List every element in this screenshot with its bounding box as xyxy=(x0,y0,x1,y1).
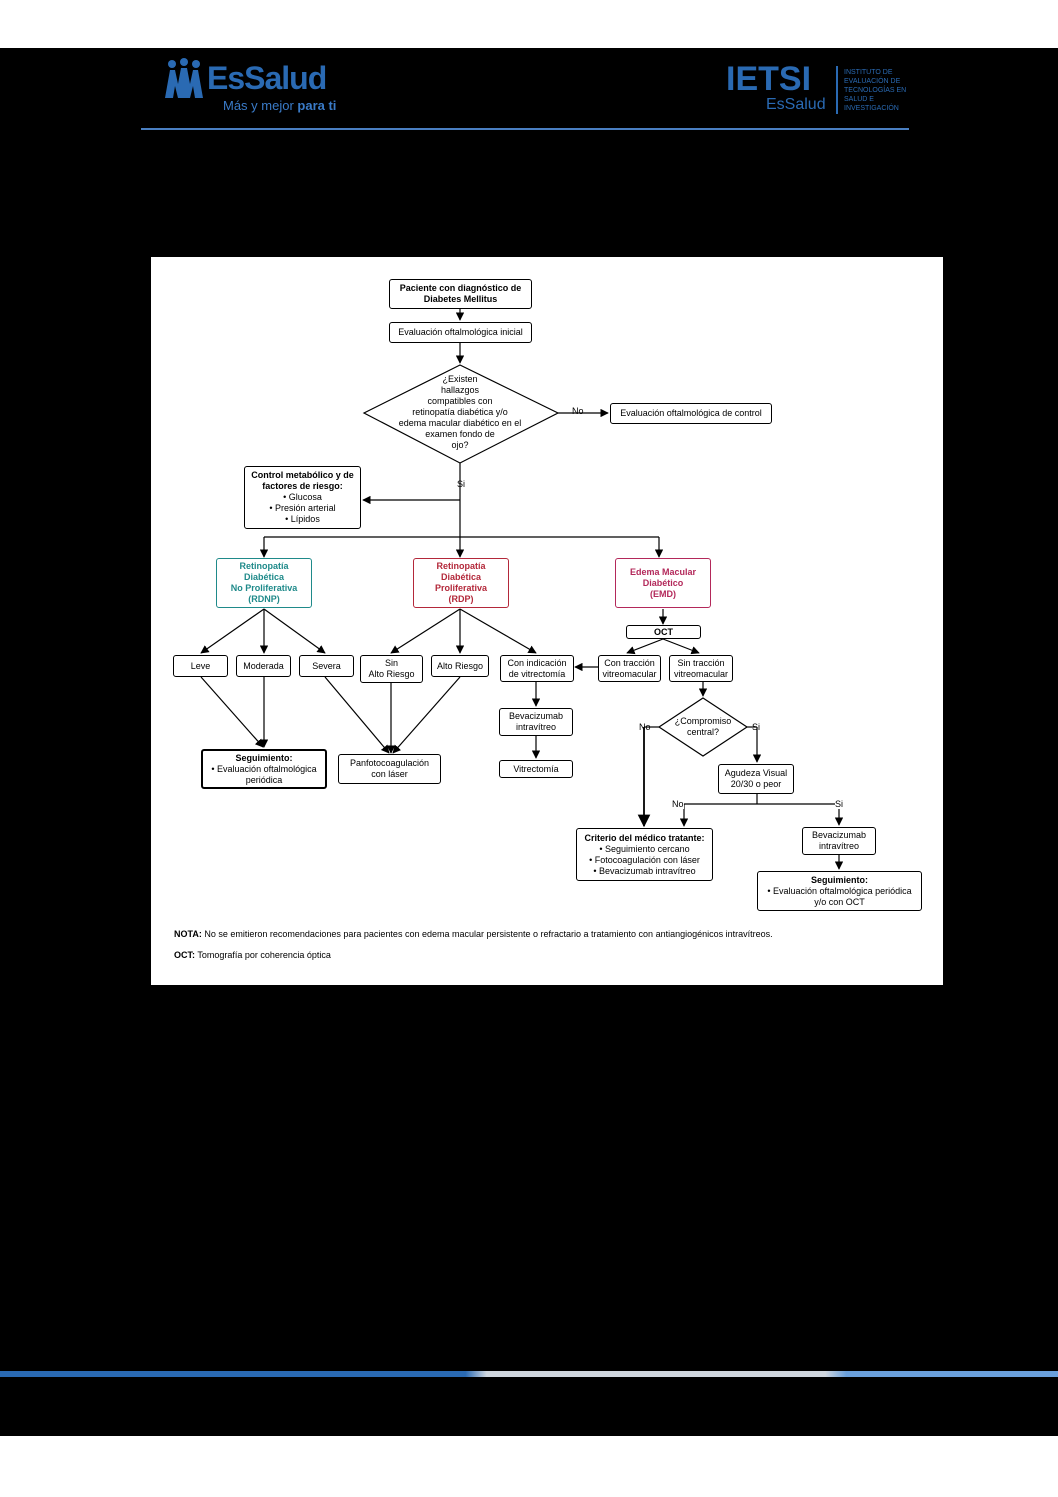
control-metabolico-text-line: • Lípidos xyxy=(285,514,320,524)
vitrectomia-box: Vitrectomía xyxy=(499,760,573,778)
decision2-text: ¿Compromiso central? xyxy=(674,716,732,737)
ietsi-subtitle: EsSalud xyxy=(766,96,826,113)
si1-label: Si xyxy=(457,479,466,489)
seguimiento1-text-line: periódica xyxy=(245,774,283,785)
brand-tagline: Más y mejor para ti xyxy=(223,98,336,113)
no3-label: No xyxy=(672,799,684,809)
bevacizumab1-box: Bevacizumab intravítreo xyxy=(499,708,573,736)
start-box: Paciente con diagnóstico de Diabetes Mel… xyxy=(389,279,532,309)
flowchart: Paciente con diagnóstico de Diabetes Mel… xyxy=(151,257,943,985)
emd-box: Edema Macular Diabético (EMD) xyxy=(615,558,711,608)
nota: NOTA: No se emitieron recomendaciones pa… xyxy=(174,929,773,939)
rdp-box: Retinopatía Diabética Proliferativa (RDP… xyxy=(413,558,509,608)
seguimiento2-text-line: • Evaluación oftalmológica periódica xyxy=(767,885,912,896)
ietsi-divider xyxy=(836,66,838,114)
arrow-rdp-sin xyxy=(390,608,461,654)
si3-label: Si xyxy=(835,799,844,809)
ietsi-logo: IETSI EsSalud INSTITUTO DE EVALUACIÓN DE… xyxy=(726,62,916,118)
arrow-alto-panfoto xyxy=(392,676,461,754)
footer-band xyxy=(0,1371,1058,1377)
moderada-box: Moderada xyxy=(236,655,291,677)
nota-text: No se emitieron recomendaciones para pac… xyxy=(201,929,773,939)
arrow-severa-panfoto xyxy=(324,676,390,754)
arrow-oct-con xyxy=(626,638,664,655)
criterio-text: Criterio del médico tratante:• Seguimien… xyxy=(584,833,704,877)
ietsi-description: INSTITUTO DE EVALUACIÓN DE TECNOLOGÍAS E… xyxy=(844,69,907,112)
seguimiento1-text-line: Seguimiento: xyxy=(235,752,293,763)
arrow-oct-sin xyxy=(662,638,700,655)
criterio-text-line: • Bevacizumab intravítreo xyxy=(593,865,696,876)
decision1-text: ¿Existen hallazgos compatibles con retin… xyxy=(398,374,522,450)
control-metabolico-text-line: factores de riesgo: xyxy=(262,481,343,491)
criterio-text-line: • Fotocoagulación con láser xyxy=(589,854,700,865)
header-divider xyxy=(141,128,909,130)
tagline-part-b: para ti xyxy=(297,98,337,113)
agudeza-box: Agudeza Visual 20/30 o peor xyxy=(718,764,794,794)
control-metabolico-text-line: Control metabólico y de xyxy=(251,470,354,480)
decision2-diamond xyxy=(657,697,749,757)
no2-label: No xyxy=(639,722,651,732)
arrow-rdnp-leve xyxy=(200,608,265,654)
ietsi-title: IETSI xyxy=(726,60,812,98)
rdnp-box: Retinopatía Diabética No Proliferativa (… xyxy=(216,558,312,608)
oct-box: OCT xyxy=(626,625,701,639)
panfoto-box: Panfotocoagulación con láser xyxy=(338,754,441,784)
no1-label: No xyxy=(572,406,584,416)
seguimiento1-text-line: • Evaluación oftalmológica xyxy=(211,763,317,774)
con-traccion-box: Con tracción vitreomacular xyxy=(598,655,661,682)
eval-inicial-box: Evaluación oftalmológica inicial xyxy=(389,322,532,343)
criterio-text-line: • Seguimiento cercano xyxy=(599,843,690,854)
bevacizumab2-box: Bevacizumab intravítreo xyxy=(802,827,876,855)
leve-box: Leve xyxy=(173,655,228,677)
flowchart-connectors xyxy=(200,309,844,870)
essalud-logo: EsSalud Más y mejor para ti xyxy=(163,58,363,118)
control-metabolico-text-line: • Presión arterial xyxy=(269,503,336,513)
seguimiento2-box: Seguimiento:• Evaluación oftalmológica p… xyxy=(757,871,922,911)
oct-note: OCT: Tomografía por coherencia óptica xyxy=(174,950,331,960)
severa-box: Severa xyxy=(299,655,354,677)
oct-note-text: Tomografía por coherencia óptica xyxy=(195,950,331,960)
nota-label: NOTA: xyxy=(174,929,202,939)
seguimiento2-text: Seguimiento:• Evaluación oftalmológica p… xyxy=(767,875,911,908)
criterio-text-line: Criterio del médico tratante: xyxy=(584,832,705,843)
tagline-part-a: Más y mejor xyxy=(223,98,298,113)
control-metabolico-text-line: • Glucosa xyxy=(283,492,322,502)
oct-note-label: OCT: xyxy=(174,950,195,960)
seguimiento2-text-line: Seguimiento: xyxy=(810,874,868,885)
arrow-rdp-vitrect xyxy=(459,608,537,654)
con-indicacion-box: Con indicación de vitrectomía xyxy=(500,655,574,682)
sin-traccion-box: Sin tracción vitreomacular xyxy=(669,655,733,682)
brand-name: EsSalud xyxy=(207,60,327,96)
arrow-leve-seg xyxy=(200,676,264,748)
eval-control-box: Evaluación oftalmológica de control xyxy=(610,403,772,424)
arrow-rdnp-severa xyxy=(263,608,326,654)
criterio-box: Criterio del médico tratante:• Seguimien… xyxy=(576,828,713,881)
si2-label: Si xyxy=(752,722,761,732)
sin-alto-riesgo-box: Sin Alto Riesgo xyxy=(360,655,423,683)
alto-riesgo-box: Alto Riesgo xyxy=(431,655,489,677)
seguimiento2-text-line: y/o con OCT xyxy=(814,896,865,907)
people-logo-icon xyxy=(165,58,203,98)
